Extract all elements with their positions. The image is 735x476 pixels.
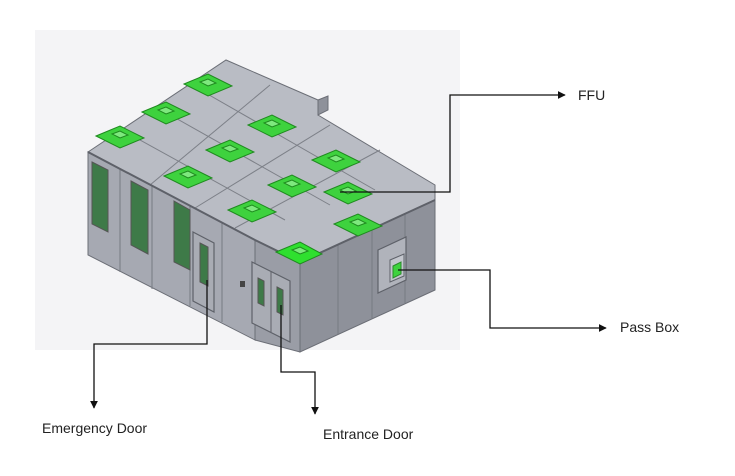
- ffu-unit-12: [274, 241, 324, 265]
- ffu-unit-7: [310, 149, 362, 173]
- ffu-unit-6: [162, 165, 214, 189]
- entrance-door-leader: [280, 305, 319, 415]
- emergency-door: [192, 231, 215, 313]
- emergency-door-label: Emergency Door: [42, 420, 148, 436]
- ffu-unit-5: [204, 139, 256, 163]
- window-3: [173, 200, 191, 271]
- roof-riser: [317, 95, 329, 116]
- ffu-unit-3: [94, 125, 146, 149]
- ffu-unit-4: [246, 114, 298, 138]
- ffu-leader: [340, 91, 566, 193]
- emergency-door-leader: [90, 280, 208, 409]
- ffu-unit-11: [332, 213, 384, 237]
- ffu-unit-1: [182, 73, 234, 97]
- wall-switch: [240, 281, 245, 287]
- ffu-unit-8: [266, 174, 318, 198]
- ffu-label: FFU: [578, 87, 606, 103]
- leader-lines: [90, 91, 607, 415]
- ffu-unit-2: [140, 101, 192, 125]
- ffu-units: [94, 73, 384, 265]
- pass-box-leader: [398, 269, 607, 332]
- window-2: [130, 180, 149, 255]
- pass-box-label: Pass Box: [620, 319, 680, 335]
- pass-box: [377, 236, 407, 294]
- entrance-door-label: Entrance Door: [323, 426, 414, 442]
- window-1: [91, 161, 109, 233]
- ffu-unit-9: [226, 199, 278, 223]
- wall-windows: [91, 161, 191, 271]
